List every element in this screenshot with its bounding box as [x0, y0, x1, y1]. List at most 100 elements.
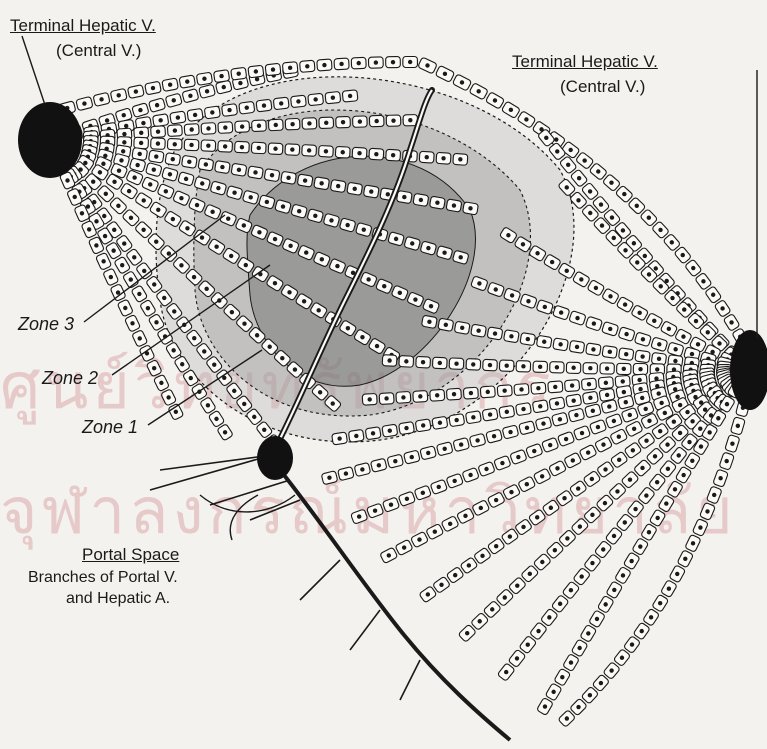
hepatocyte-nucleus	[637, 311, 641, 315]
hepatocyte-nucleus	[425, 155, 429, 159]
hepatocyte-nucleus	[535, 251, 539, 255]
hepatocyte-nucleus	[319, 181, 323, 185]
hepatocyte-nucleus	[624, 332, 628, 336]
hepatocyte-nucleus	[506, 233, 510, 237]
hepatocyte-nucleus	[86, 204, 90, 208]
hepatocyte-nucleus	[701, 279, 705, 283]
hepatocyte-nucleus	[509, 108, 513, 112]
hepatocyte-nucleus	[647, 216, 651, 220]
hepatocyte-nucleus	[124, 124, 128, 128]
hepatocyte-nucleus	[609, 668, 613, 672]
hepatocyte-nucleus	[174, 410, 178, 414]
hepatocyte-nucleus	[596, 169, 600, 173]
hepatocyte-nucleus	[544, 136, 548, 140]
hepatocyte-nucleus	[232, 191, 236, 195]
hepatocyte-nucleus	[179, 196, 183, 200]
hepatocyte-nucleus	[640, 629, 644, 633]
hepatocyte-nucleus	[617, 458, 621, 462]
hepatocyte-nucleus	[649, 615, 653, 619]
hepatocyte-nucleus	[335, 264, 339, 268]
hepatocyte-nucleus	[404, 359, 408, 363]
hepatocyte-nucleus	[155, 103, 159, 107]
hepatocyte-nucleus	[189, 143, 193, 147]
hepatocyte-nucleus	[418, 394, 422, 398]
hepatocyte-nucleus	[442, 447, 446, 451]
hepatocyte-nucleus	[459, 442, 463, 446]
hepatocyte-nucleus	[172, 309, 176, 313]
hepatocyte-nucleus	[122, 140, 126, 144]
hepatocyte-nucleus	[640, 354, 644, 358]
hepatocyte-nucleus	[112, 180, 116, 184]
hepatocyte-nucleus	[605, 366, 609, 370]
hepatocyte-nucleus	[612, 588, 616, 592]
hepatocyte-nucleus	[353, 187, 357, 191]
hepatocyte-nucleus	[242, 322, 246, 326]
hepatocyte-nucleus	[357, 61, 361, 65]
hepatocyte-nucleus	[185, 226, 189, 230]
hepatocyte-nucleus	[320, 257, 324, 261]
hepatocyte-nucleus	[304, 250, 308, 254]
hepatocyte-nucleus	[270, 173, 274, 177]
hepatocyte-nucleus	[413, 297, 417, 301]
hepatocyte-nucleus	[558, 342, 562, 346]
hepatocyte-nucleus	[502, 388, 506, 392]
hepatocyte-nucleus	[394, 237, 398, 241]
hepatocyte-nucleus	[565, 716, 569, 720]
hepatocyte-nucleus	[324, 149, 328, 153]
hepatocyte-nucleus	[603, 501, 607, 505]
hepatocyte-nucleus	[657, 357, 661, 361]
hepatocyte-nucleus	[172, 98, 176, 102]
hepatocyte-nucleus	[271, 67, 275, 71]
hepatocyte-nucleus	[180, 362, 184, 366]
hepatocyte-nucleus	[237, 71, 241, 75]
hepatocyte-nucleus	[575, 316, 579, 320]
hepatocyte-nucleus	[238, 81, 242, 85]
hepatocyte-nucleus	[655, 516, 659, 520]
hepatocyte-nucleus	[628, 477, 632, 481]
hepatocyte-nucleus	[105, 118, 109, 122]
hepatocyte-nucleus	[254, 69, 258, 73]
hepatocyte-nucleus	[564, 437, 568, 441]
hepatocyte-nucleus	[468, 473, 472, 477]
hepatocyte-nucleus	[82, 101, 86, 105]
hepatocyte-nucleus	[476, 328, 480, 332]
hepatocyte-nucleus	[101, 259, 105, 263]
hepatocyte-nucleus	[117, 168, 121, 172]
hepatocyte-nucleus	[681, 334, 685, 338]
hepatocyte-nucleus	[604, 381, 608, 385]
hepatocyte-nucleus	[280, 356, 284, 360]
hepatocyte-nucleus	[344, 471, 348, 475]
hepatocyte-nucleus	[730, 441, 734, 445]
hepatocyte-nucleus	[644, 407, 648, 411]
hepatocyte-nucleus	[162, 296, 166, 300]
hepatocyte-nucleus	[210, 110, 214, 114]
hepatocyte-nucleus	[647, 530, 651, 534]
hepatocyte-nucleus	[608, 327, 612, 331]
hepatocyte-nucleus	[699, 444, 703, 448]
hepatocyte-nucleus	[134, 89, 138, 93]
hepatocyte-nucleus	[458, 157, 462, 161]
hepatocyte-nucleus	[384, 396, 388, 400]
hepatocyte-nucleus	[156, 141, 160, 145]
hepatocyte-nucleus	[550, 260, 554, 264]
hepatocyte-nucleus	[623, 248, 627, 252]
hepatocyte-nucleus	[138, 108, 142, 112]
hepatocyte-nucleus	[167, 251, 171, 255]
hepatocyte-nucleus	[382, 284, 386, 288]
hepatocyte-nucleus	[658, 601, 662, 605]
hepatocyte-nucleus	[130, 321, 134, 325]
hepatocyte-nucleus	[612, 419, 616, 423]
hepatocyte-nucleus	[281, 204, 285, 208]
hepatocyte-nucleus	[596, 425, 600, 429]
hepatocyte-nucleus	[122, 113, 126, 117]
hepatocyte-nucleus	[337, 436, 341, 440]
terminal-hepatic-vein-left-label: Terminal Hepatic V.	[10, 16, 156, 36]
hepatocyte-nucleus	[565, 536, 569, 540]
hepatocyte-nucleus	[623, 302, 627, 306]
hepatocyte-nucleus	[681, 473, 685, 477]
hepatocyte-nucleus	[610, 215, 614, 219]
hepatocyte-nucleus	[273, 147, 277, 151]
hepatocyte-nucleus	[171, 348, 175, 352]
hepatocyte-nucleus	[568, 148, 572, 152]
hepatocyte-nucleus	[87, 227, 91, 231]
